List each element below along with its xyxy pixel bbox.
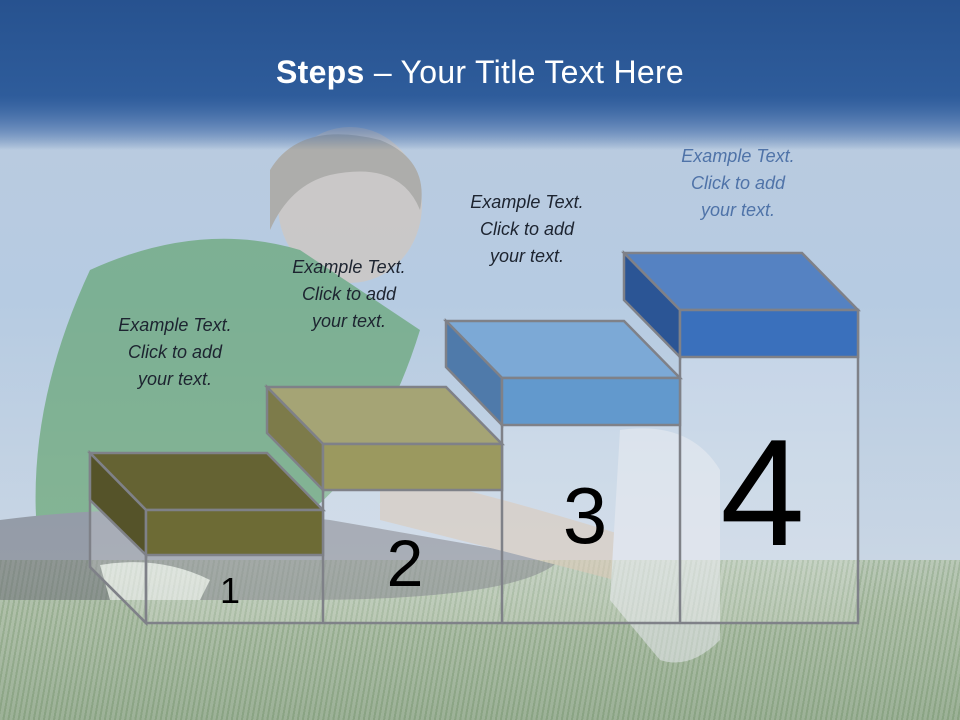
step-1-caption[interactable]: Example Text. Click to add your text. xyxy=(118,315,232,389)
step-4-block xyxy=(621,249,861,361)
step-4-number: 4 xyxy=(720,408,805,578)
step-2-block xyxy=(264,383,505,494)
title-band xyxy=(0,0,960,150)
step-1-number: 1 xyxy=(219,570,241,611)
step-1-block xyxy=(87,449,326,558)
step-3-caption[interactable]: Example Text. Click to add your text. xyxy=(470,192,584,266)
title-rest: – Your Title Text Here xyxy=(364,54,685,90)
step-3-number: 3 xyxy=(562,471,608,560)
step-4-caption[interactable]: Example Text. Click to add your text. xyxy=(681,146,795,220)
step-3-block xyxy=(443,317,683,429)
step-2-caption[interactable]: Example Text. Click to add your text. xyxy=(292,257,406,331)
slide-title[interactable]: Steps – Your Title Text Here xyxy=(0,54,960,91)
step-2-number: 2 xyxy=(386,526,424,600)
title-bold: Steps xyxy=(275,54,365,90)
